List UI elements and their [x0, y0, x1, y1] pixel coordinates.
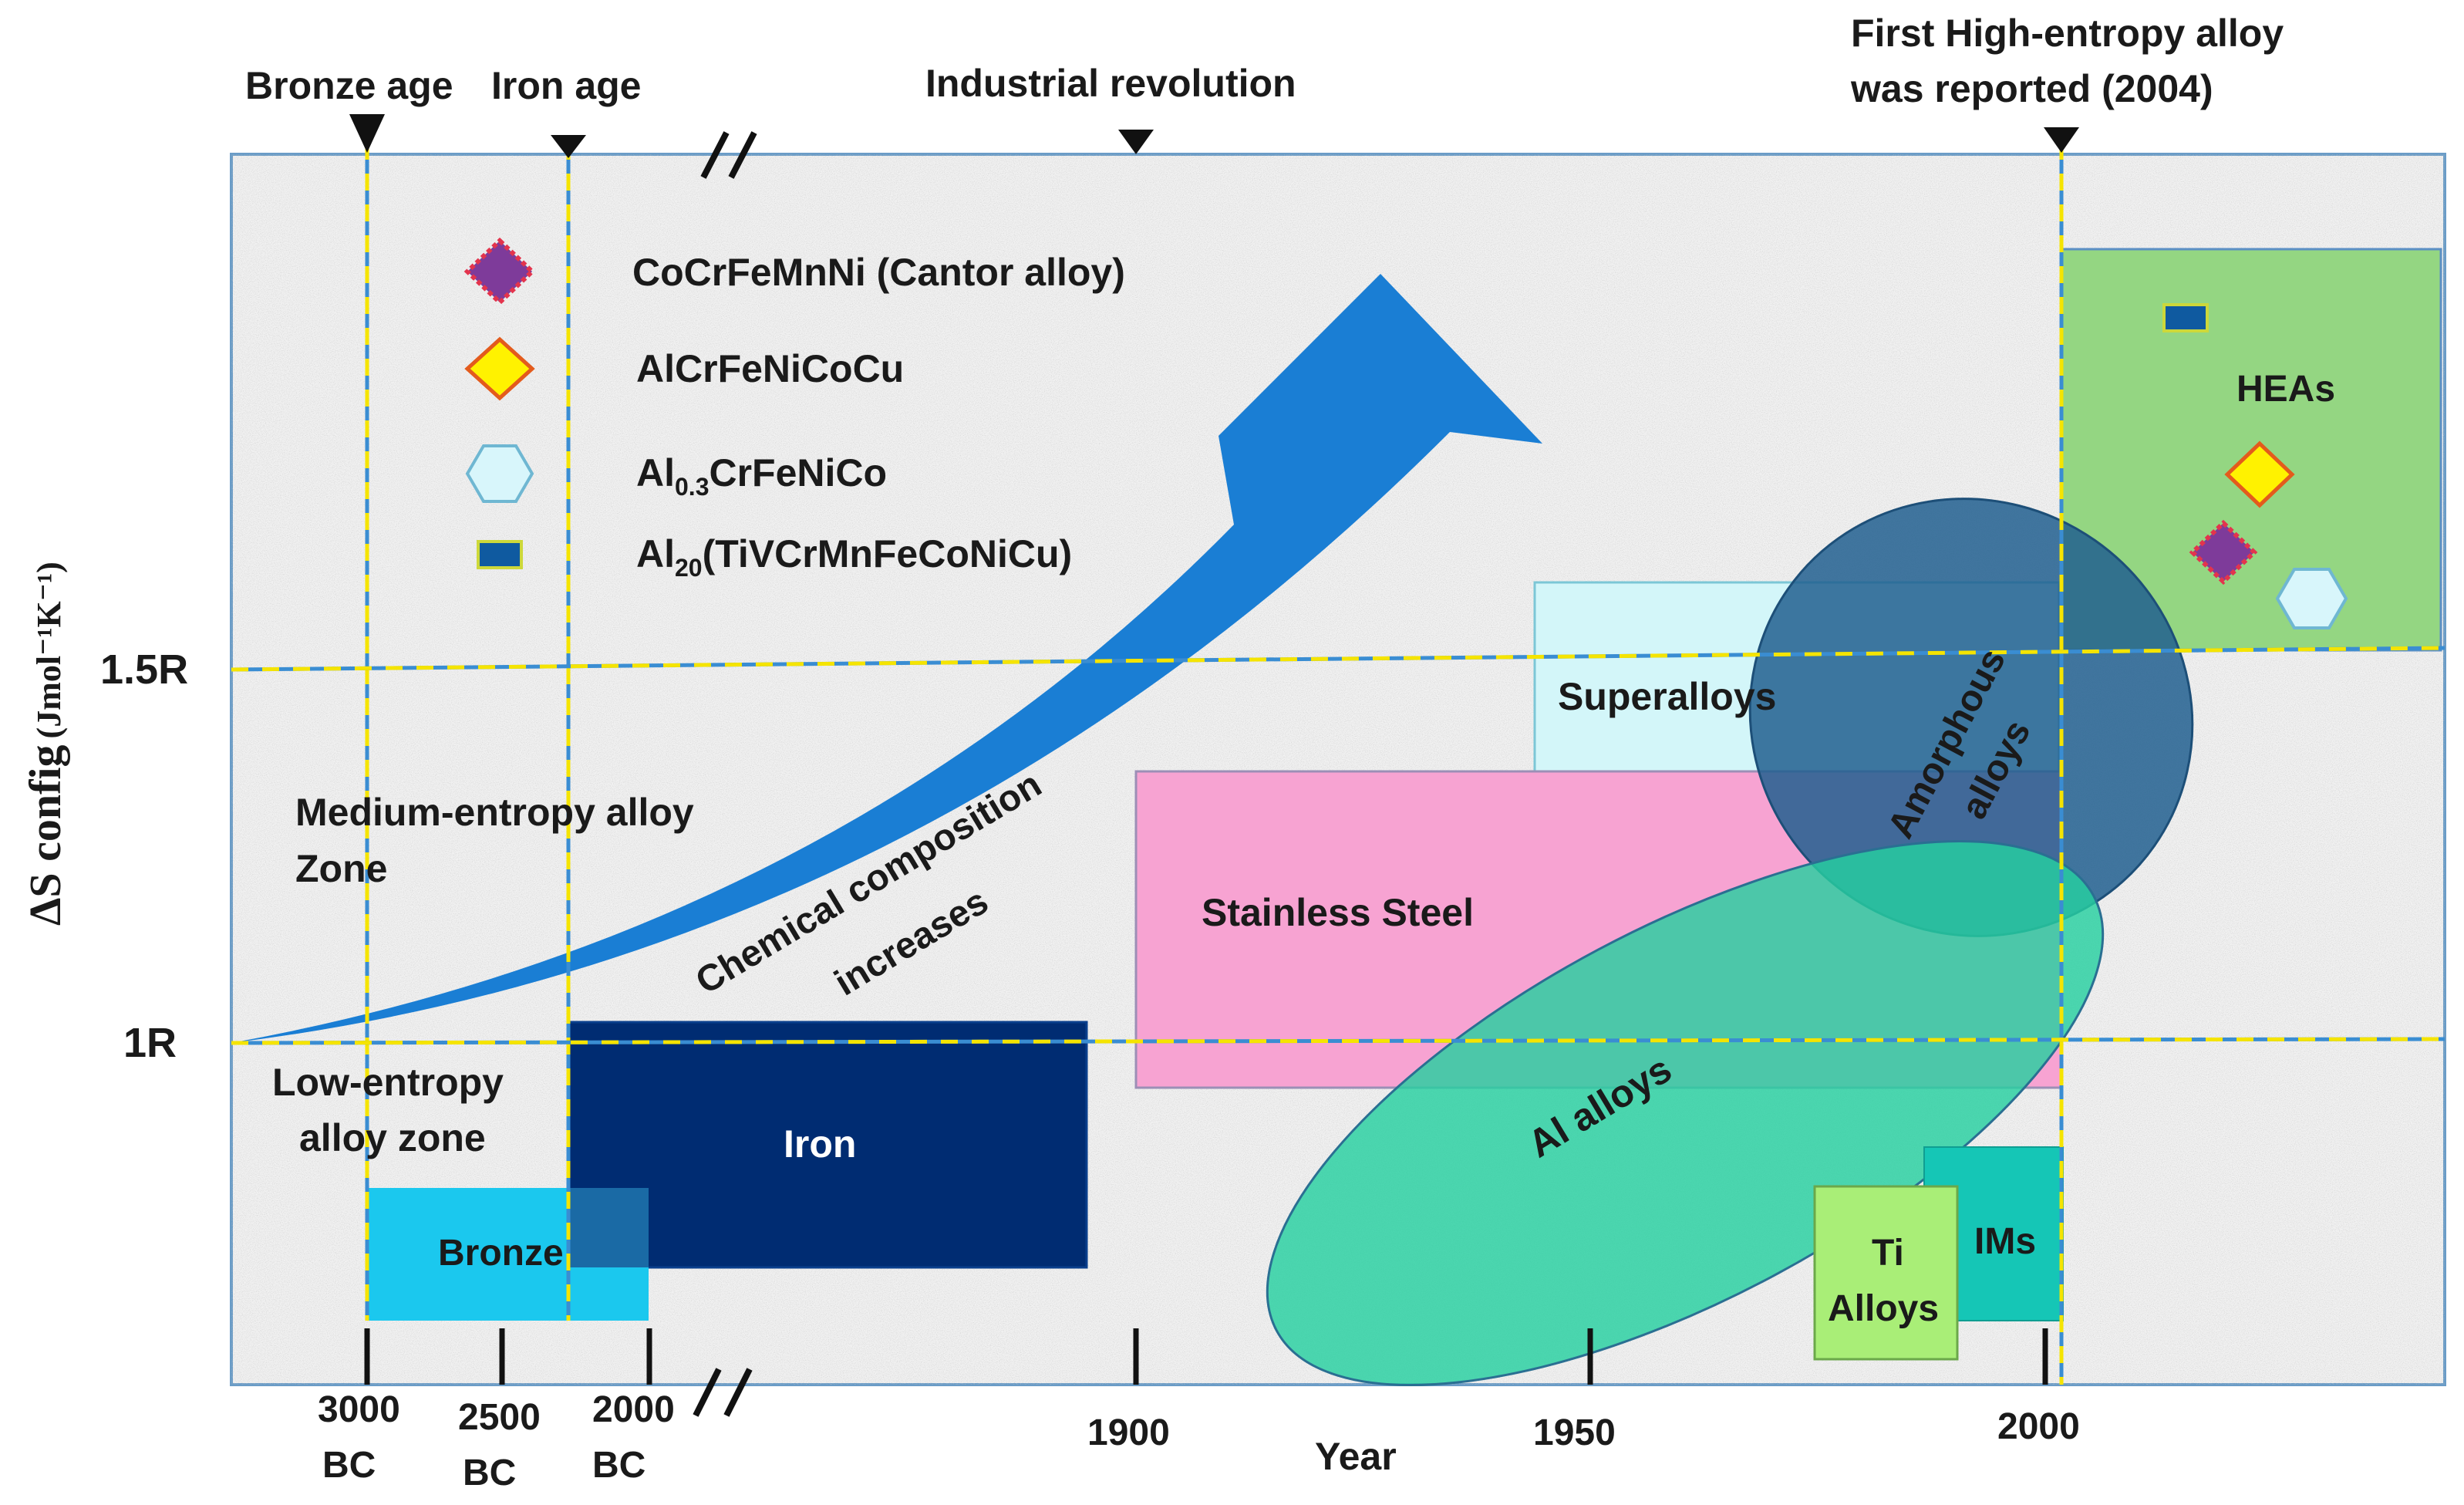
x-tick-2000bc-era: BC [592, 1445, 645, 1486]
hea-cantor-marker [2189, 519, 2258, 585]
legend-al03-sub: 0.3 [675, 473, 709, 501]
y-tick-1-5r: 1.5R [100, 646, 188, 693]
bronze-age-label: Bronze age [245, 64, 453, 107]
al-alloys-region [1266, 840, 2105, 1386]
legend-label-al20: Al20(TiVCrMnFeCoNiCu) [636, 532, 1072, 582]
iron-age-label: Iron age [491, 64, 641, 107]
superalloys-label: Superalloys [1558, 675, 1776, 718]
composition-arrow [231, 274, 1542, 1043]
x-tick-marks [364, 1328, 2048, 1385]
ti-alloys-label-2: Alloys [1828, 1288, 1939, 1329]
iron-label: Iron [784, 1122, 856, 1166]
legend-al03-suffix: CrFeNiCo [709, 451, 887, 494]
medium-zone-label-1: Medium-entropy alloy [295, 791, 694, 834]
ims-label: IMs [1974, 1221, 2036, 1262]
al20-hea-marker [477, 540, 523, 569]
hea-event-marker [2044, 127, 2079, 153]
bronze-age-marker [349, 114, 385, 153]
x-tick-labels: 3000 BC 2500 BC 2000 BC 1900 1950 2000 [318, 1389, 2080, 1493]
bronze-label: Bronze [438, 1233, 564, 1274]
x-tick-1950: 1950 [1533, 1412, 1616, 1453]
x-tick-1900: 1900 [1087, 1412, 1170, 1453]
guide-lines [231, 143, 2445, 1385]
x-tick-2500bc: 2500 [458, 1397, 541, 1438]
legend-al20-prefix: Al [636, 532, 675, 575]
industrial-revolution-marker [1118, 130, 1154, 154]
legend-label-al03: Al0.3CrFeNiCo [636, 451, 887, 501]
y-axis-title: ΔS config (Jmol⁻¹K⁻¹) [20, 562, 70, 926]
legend-label-cantor: CoCrFeMnNi (Cantor alloy) [632, 251, 1125, 294]
x-tick-3000bc: 3000 [318, 1389, 400, 1430]
legend-al20-suffix: (TiVCrMnFeCoNiCu) [703, 532, 1073, 575]
hea-event-label-1: First High-entropy alloy [1851, 12, 2284, 55]
legend-label-alcrfenicocu: AlCrFeNiCoCu [636, 347, 904, 390]
hea-al20-marker [2162, 303, 2209, 332]
axis-breaks [693, 131, 757, 1417]
heas-label: HEAs [2236, 369, 2335, 410]
legend: CoCrFeMnNi (Cantor alloy) AlCrFeNiCoCu A… [463, 237, 1125, 582]
x-tick-2500bc-era: BC [463, 1453, 516, 1493]
ti-alloys-label-1: Ti [1872, 1233, 1904, 1274]
iron-age-marker [551, 135, 586, 158]
y-axis-title-units: (Jmol⁻¹K⁻¹) [30, 562, 68, 738]
stainless-steel-label: Stainless Steel [1202, 891, 1474, 934]
cantor-alloy-marker [463, 237, 536, 306]
iron-region [567, 1021, 1088, 1269]
x-tick-3000bc-era: BC [322, 1445, 376, 1486]
medium-zone-label-2: Zone [295, 847, 387, 890]
bronze-iron-overlap [568, 1188, 649, 1267]
hea-alcrfenicocu-marker [2224, 440, 2295, 508]
al03crfenico-marker [465, 444, 534, 503]
legend-al03-prefix: Al [636, 451, 675, 494]
legend-al20-sub: 20 [675, 554, 703, 582]
hea-event-label-2: was reported (2004) [1850, 67, 2213, 110]
hea-markers [2162, 303, 2348, 629]
y-tick-1r: 1R [123, 1020, 177, 1066]
y-axis-title-main: ΔS config [20, 744, 70, 926]
x-tick-2000: 2000 [1997, 1406, 2080, 1447]
low-zone-label-1: Low-entropy [272, 1061, 504, 1104]
industrial-revolution-label: Industrial revolution [925, 62, 1296, 105]
x-tick-2000bc: 2000 [592, 1389, 675, 1430]
ti-alloys-region [1813, 1185, 1959, 1361]
hea-al03-marker [2275, 568, 2348, 629]
x-axis-title: Year [1315, 1435, 1397, 1478]
low-zone-label-2: alloy zone [299, 1116, 486, 1159]
era-markers [349, 114, 2079, 158]
alcrfenicocu-marker [464, 336, 535, 401]
